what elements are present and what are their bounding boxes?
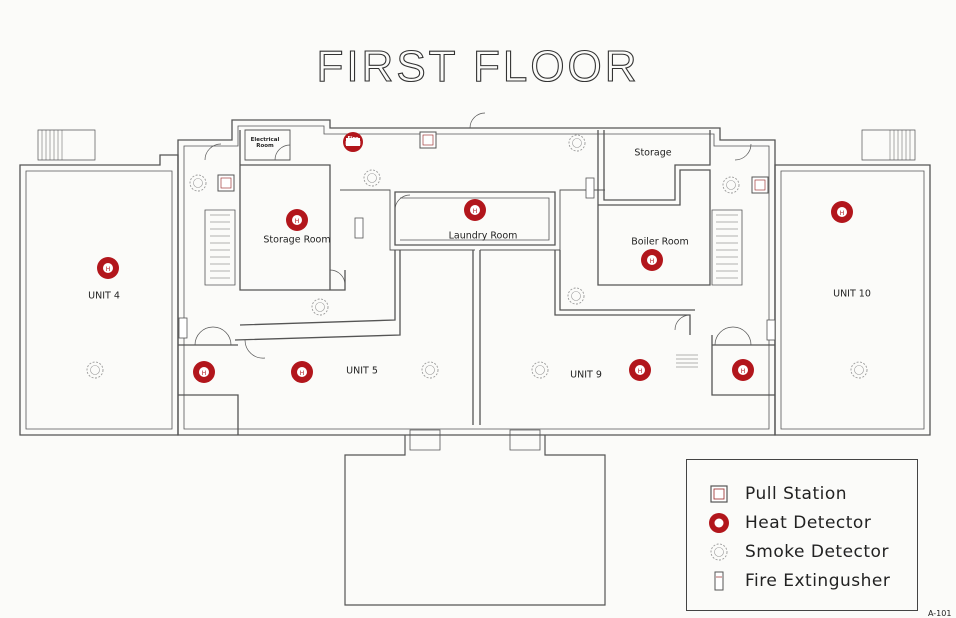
svg-text:H: H xyxy=(202,370,207,377)
door-arc xyxy=(732,326,752,346)
svg-text:H: H xyxy=(650,258,655,265)
fire-extinguisher-icon xyxy=(707,569,731,593)
wall-unit5-unit9 xyxy=(472,250,481,425)
pull-station-icon xyxy=(419,131,437,149)
pull-station-icon xyxy=(751,176,769,194)
heat-detector-icon: H xyxy=(291,361,313,383)
wall-laundry-room xyxy=(394,191,556,246)
fire-panel-icon xyxy=(343,132,363,152)
stairs-left-outer xyxy=(37,129,96,161)
smoke-detector-icon xyxy=(421,361,439,379)
smoke-detector-icon xyxy=(707,540,731,564)
smoke-detector-icon xyxy=(722,176,740,194)
legend-item-fire-extinguisher: Fire Extingusher xyxy=(707,569,890,593)
heat-detector-icon xyxy=(707,511,731,535)
page-title: FIRST FLOOR xyxy=(316,41,640,91)
wall-corridor-left xyxy=(234,250,401,341)
room-label-unit10: UNIT 10 xyxy=(833,288,871,300)
svg-text:H: H xyxy=(295,218,300,225)
legend-label: Smoke Detector xyxy=(745,542,889,562)
legend-label: Heat Detector xyxy=(745,513,872,533)
wall-unit10-outline xyxy=(774,164,931,436)
fire-extinguishers xyxy=(178,177,776,341)
pull-station-icon xyxy=(707,482,731,506)
heat-detector-icon: H xyxy=(286,209,308,231)
wall-right-vestibule xyxy=(711,335,775,396)
wall-central-corridor xyxy=(340,189,605,251)
legend-label: Fire Extingusher xyxy=(745,571,891,591)
heat-detector-icon: H xyxy=(97,257,119,279)
door-arc xyxy=(194,326,214,346)
wall-storage-room xyxy=(239,130,346,291)
smoke-detector-icon xyxy=(363,169,381,187)
door-arc xyxy=(212,326,232,346)
fire-extinguisher-icon xyxy=(766,319,776,341)
wall-portico xyxy=(344,435,606,606)
svg-text:H: H xyxy=(473,208,478,215)
door-arc xyxy=(244,339,266,359)
stairs-right-outer xyxy=(861,129,916,161)
room-label-electrical-room: Electrical Room xyxy=(250,137,280,149)
smoke-detector-icon xyxy=(568,134,586,152)
legend: Pull Station Heat Detector Smoke Detecto… xyxy=(686,459,918,611)
smoke-detector-icon xyxy=(850,361,868,379)
room-label-fire-panel: Fire Panel xyxy=(345,136,361,147)
smoke-detector-icon xyxy=(86,361,104,379)
smoke-detector-icon xyxy=(531,361,549,379)
svg-text:H: H xyxy=(741,368,746,375)
door-arc xyxy=(714,326,734,346)
legend-item-heat-detector: Heat Detector xyxy=(707,511,871,535)
legend-item-smoke-detector: Smoke Detector xyxy=(707,540,889,564)
heat-detector-icon: H xyxy=(629,359,651,381)
wall-left-vestibule xyxy=(178,344,239,435)
wall-right-stair xyxy=(711,209,743,286)
heat-detector-icon: H xyxy=(732,359,754,381)
room-label-unit5: UNIT 5 xyxy=(346,365,378,377)
smoke-detector-icon xyxy=(189,174,207,192)
door-arc xyxy=(394,194,411,211)
room-label-unit9: UNIT 9 xyxy=(570,369,602,381)
wall-electrical-room xyxy=(244,129,291,161)
wall-boiler-room xyxy=(597,130,711,286)
pull-stations xyxy=(217,131,769,194)
svg-text:H: H xyxy=(106,266,111,273)
pull-station-icon xyxy=(217,174,235,192)
room-label-storage-room: Storage Room xyxy=(263,234,331,246)
building-walls xyxy=(19,112,931,606)
svg-text:H: H xyxy=(300,370,305,377)
fire-extinguisher-icon xyxy=(354,217,364,239)
fire-extinguisher-icon xyxy=(178,317,188,339)
door-arc xyxy=(469,112,486,129)
door-arc xyxy=(274,144,291,161)
fire-extinguisher-icon xyxy=(585,177,595,199)
door-arc xyxy=(329,269,346,286)
door-arc xyxy=(204,143,222,161)
wall-central-block xyxy=(177,119,776,436)
room-label-unit4: UNIT 4 xyxy=(88,290,120,302)
wall-left-stair xyxy=(204,209,236,286)
door-arc xyxy=(734,143,752,161)
heat-detector-icon: H xyxy=(464,199,486,221)
sheet-number: A-101 xyxy=(928,609,952,618)
room-label-storage: Storage xyxy=(634,147,672,159)
smoke-detectors xyxy=(86,134,868,379)
heat-detector-icon: H xyxy=(193,361,215,383)
door-arc xyxy=(674,314,691,331)
room-label-laundry-room: Laundry Room xyxy=(448,230,518,242)
svg-text:H: H xyxy=(638,368,643,375)
smoke-detector-icon xyxy=(567,287,585,305)
wall-corridor-right xyxy=(554,250,695,335)
smoke-detector-icon xyxy=(311,298,329,316)
wall-storage-right xyxy=(603,130,711,201)
heat-detector-icon: H xyxy=(831,201,853,223)
legend-label: Pull Station xyxy=(745,484,848,504)
heat-detector-icon: H xyxy=(641,249,663,271)
heat-detectors: H H H H H H H H H xyxy=(97,132,853,383)
svg-text:H: H xyxy=(840,210,845,217)
legend-item-pull-station: Pull Station xyxy=(707,482,847,506)
room-label-boiler-room: Boiler Room xyxy=(631,236,689,248)
